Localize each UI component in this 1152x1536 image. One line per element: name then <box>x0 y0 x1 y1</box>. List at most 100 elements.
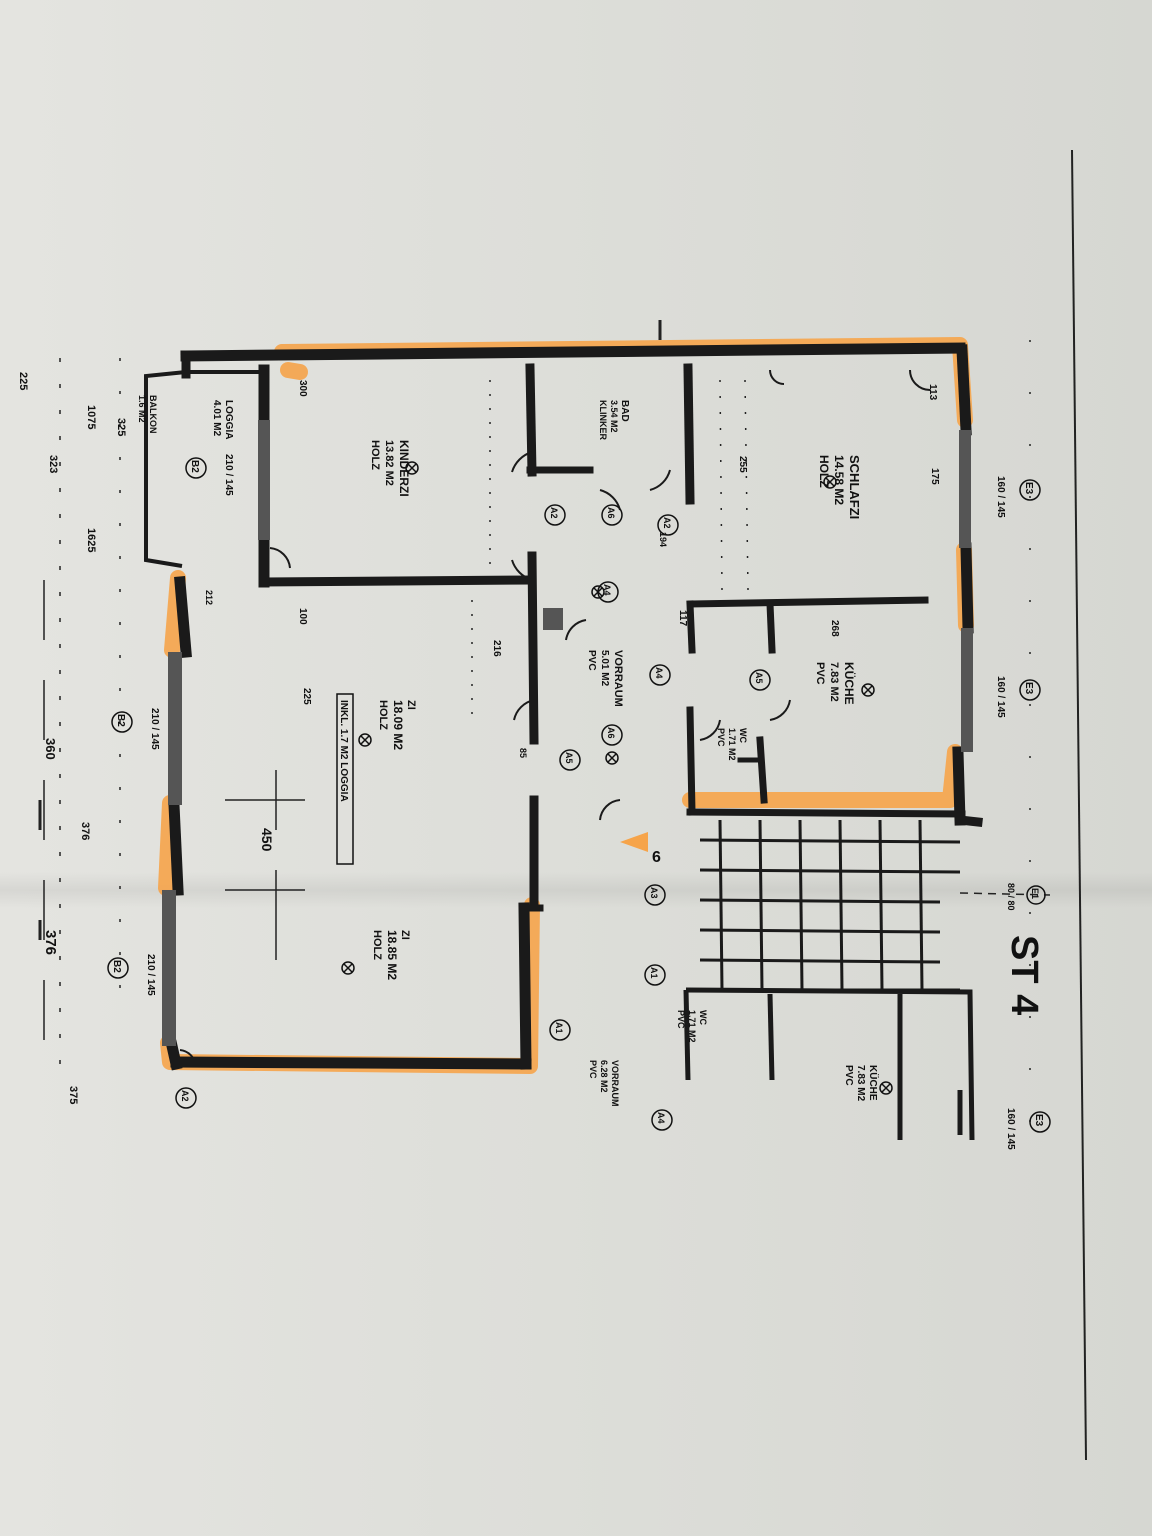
dim-label: 225 <box>17 372 29 390</box>
room-name: LOGGIA <box>223 400 234 439</box>
dim-label: 376 <box>79 822 91 840</box>
stair-number: 6 <box>620 832 661 866</box>
room-label-schlafzimmer: SCHLAFZI 14.58 M2 HOLZ <box>817 455 862 519</box>
door-swings <box>179 369 931 1067</box>
dim-label: 268 <box>829 620 840 637</box>
room-floor: PVC <box>843 1065 854 1086</box>
room-area: 18.09 M2 <box>391 700 405 750</box>
room-label-balkon: BALKON 1.6 M2 <box>137 395 158 434</box>
dim-label: 216 <box>491 640 502 657</box>
door-tag: A6 <box>601 504 623 526</box>
window-tag-label: B2 <box>111 960 122 973</box>
door-tag-label: A6 <box>606 727 616 739</box>
dim-label: 113 <box>927 384 938 401</box>
dim-label: 225 <box>301 688 312 705</box>
room-area: 1.71 M2 <box>687 1010 697 1043</box>
room-area: 1.6 M2 <box>137 395 147 423</box>
room-floor: KLINKER <box>598 400 608 440</box>
door-tag-label: A3 <box>649 887 659 899</box>
balkon-outline <box>144 370 264 568</box>
window-dims: 160 / 145 <box>995 476 1006 518</box>
room-name: BAD <box>619 400 630 422</box>
window-openings <box>162 420 973 1046</box>
room-note: INKL. 1.7 M2 LOGGIA <box>338 700 349 802</box>
dim-label: 117 <box>677 610 688 627</box>
door-tag-label: A1 <box>554 1022 564 1034</box>
door-tag: A5 <box>559 749 581 771</box>
room-label-bad: BAD 3.54 M2 KLINKER <box>598 400 630 440</box>
window-tag-label: B2 <box>115 714 126 727</box>
door-tag-label: A5 <box>564 752 574 764</box>
room-name: BALKON <box>148 395 158 434</box>
room-area: 4.01 M2 <box>211 400 222 437</box>
room-floor: PVC <box>588 1060 598 1079</box>
door-tag: A1 <box>549 1019 571 1041</box>
dim-label: 325 <box>115 418 127 436</box>
stair-number-text: 6 <box>652 849 661 866</box>
room-name: ZI <box>399 930 411 940</box>
room-area: 7.83 M2 <box>855 1065 866 1102</box>
door-tag: A2 <box>657 514 679 536</box>
room-name: KÜCHE <box>842 662 857 705</box>
window-dims: 210 / 145 <box>149 708 160 750</box>
dim-label: 85 <box>518 748 528 758</box>
outer-dimensions: 225 325 1075 323 1625 360 376 376 375 <box>17 372 127 1104</box>
staircase <box>699 819 961 992</box>
door-tag: A6 <box>601 724 623 746</box>
room-label-vorraum: VORRAUM 5.01 M2 PVC <box>586 650 624 707</box>
door-tag: A4 <box>651 1109 673 1131</box>
dim-label: 175 <box>929 468 940 485</box>
window-tag: E1 80 / 80 <box>1006 883 1046 911</box>
room-area: 5.01 M2 <box>599 650 610 687</box>
door-tag: A4 <box>649 664 671 686</box>
room-label-kinderzimmer: KINDERZI 13.82 M2 HOLZ <box>369 440 411 497</box>
window-tag-label: E1 <box>1030 888 1040 899</box>
window-dims: 210 / 145 <box>223 454 234 496</box>
dim-label: 300 <box>297 380 308 397</box>
dim-label: 323 <box>47 455 59 473</box>
room-label-zimmer-1: ZI 18.09 M2 HOLZ INKL. 1.7 M2 LOGGIA <box>336 693 417 865</box>
window-tag: E3 160 / 145 <box>995 676 1041 718</box>
room-floor: PVC <box>716 728 726 747</box>
room-floor: PVC <box>586 650 597 671</box>
door-tag-label: A1 <box>649 967 659 979</box>
room-floor: PVC <box>814 662 826 685</box>
door-tag: A3 <box>644 884 666 906</box>
window-tag-label: E3 <box>1023 682 1034 695</box>
room-name: ZI <box>405 700 417 710</box>
door-tag-label: A2 <box>549 507 559 519</box>
window-tag-label: B2 <box>189 460 200 473</box>
door-tag: A5 <box>749 669 771 691</box>
room-area: 3.54 M2 <box>609 400 619 433</box>
room-name: WC <box>698 1010 708 1025</box>
room-label-kueche: KÜCHE 7.83 M2 PVC <box>814 662 857 705</box>
window-dims: 80 / 80 <box>1006 883 1016 911</box>
room-area: 13.82 M2 <box>383 440 395 486</box>
door-tag-label: A4 <box>656 1112 666 1124</box>
dim-label: 255 <box>737 456 748 473</box>
door-tag: A2 <box>175 1087 197 1109</box>
room-label-vorraum-neighbor: VORRAUM 6.28 M2 PVC <box>588 1060 620 1107</box>
room-floor: PVC <box>676 1010 686 1029</box>
door-tag: A1 <box>644 964 666 986</box>
door-tag-label: A2 <box>662 517 672 529</box>
room-area: 6.28 M2 <box>599 1060 609 1093</box>
dim-label: 376 <box>42 930 59 955</box>
window-tag: B2 210 / 145 <box>111 708 160 750</box>
room-label-loggia: LOGGIA 4.01 M2 <box>211 400 234 439</box>
ceiling-light-icons <box>341 461 893 1095</box>
sheet-id: ST 4 <box>1003 935 1045 1015</box>
room-floor: HOLZ <box>377 700 389 730</box>
window-tag: B2 210 / 145 <box>185 454 234 496</box>
room-area: 1.71 M2 <box>727 728 737 761</box>
window-tag: B2 210 / 145 <box>107 954 156 996</box>
door-tag: A4 <box>597 581 619 603</box>
window-dims: 160 / 145 <box>995 676 1006 718</box>
inner-dimensions: 300 113 175 255 268 117 100 216 225 450 … <box>204 380 940 852</box>
room-floor: HOLZ <box>371 930 383 960</box>
window-tag: E3 160 / 145 <box>1005 1108 1051 1150</box>
dimension-lines <box>38 320 1051 1130</box>
dim-label: 212 <box>204 590 214 605</box>
